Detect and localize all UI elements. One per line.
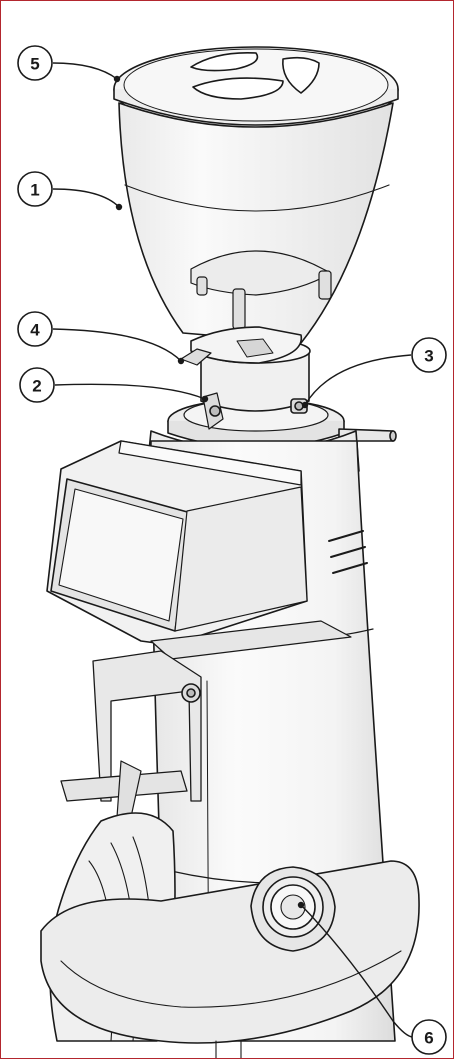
leader-dot-1 xyxy=(115,203,123,211)
callout-circle-1 xyxy=(17,171,53,207)
callout-label-4: 4 xyxy=(30,321,40,340)
leader-line-6 xyxy=(300,904,414,1038)
callout-circle-5 xyxy=(17,45,53,81)
callout-circle-6 xyxy=(411,1019,447,1055)
hopper-collar xyxy=(167,326,345,449)
callout-label-6: 6 xyxy=(424,1029,433,1048)
adjustment-knob xyxy=(250,866,336,952)
leader-line-4 xyxy=(52,328,182,362)
leader-line-5 xyxy=(52,62,118,80)
callout-circle-2 xyxy=(19,367,55,403)
callout-circle-4 xyxy=(17,311,53,347)
leader-dot-5 xyxy=(113,75,121,83)
leader-line-1 xyxy=(52,188,120,208)
leader-dot-4 xyxy=(177,357,185,365)
leader-line-3 xyxy=(304,354,412,406)
callout-label-3: 3 xyxy=(424,347,433,366)
callout-circle-3 xyxy=(411,337,447,373)
leader-dot-6 xyxy=(297,901,305,909)
hopper-lid xyxy=(113,46,399,132)
display-head xyxy=(46,440,352,660)
leader-line-2 xyxy=(54,383,206,400)
callout-label-5: 5 xyxy=(30,55,39,74)
bean-hopper xyxy=(118,102,394,344)
callout-label-2: 2 xyxy=(32,377,41,396)
portafilter-fork xyxy=(60,650,202,818)
leader-dot-2 xyxy=(201,395,209,403)
leader-dot-3 xyxy=(301,401,309,409)
callout-label-1: 1 xyxy=(30,181,39,200)
